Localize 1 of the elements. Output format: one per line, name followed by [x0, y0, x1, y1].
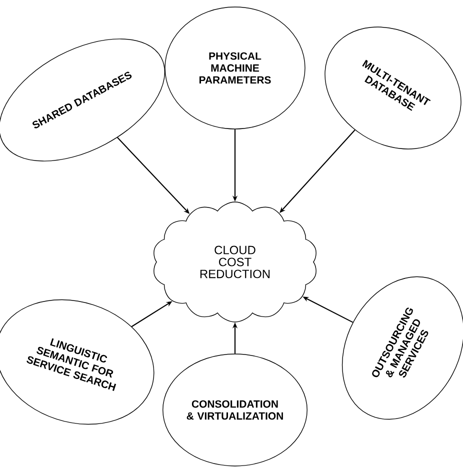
arrow — [280, 130, 356, 213]
